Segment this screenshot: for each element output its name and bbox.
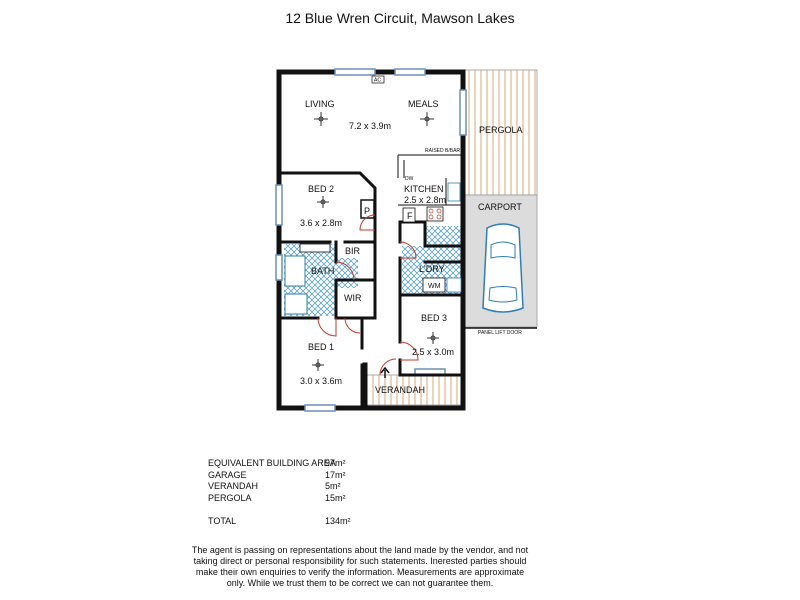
door-bed2 (359, 214, 376, 231)
room-label-bed2: BED 2 (308, 184, 334, 194)
ac-label: AC (374, 78, 381, 84)
pantry-label: P (364, 206, 370, 216)
pergola-area (464, 69, 538, 196)
door-front (379, 358, 397, 376)
light-icon (312, 359, 324, 371)
fridge-space (402, 207, 416, 223)
window-bottom-bed1 (304, 404, 336, 412)
window-right-meals (459, 89, 467, 136)
room-dim-bed2: 3.6 x 2.8m (300, 218, 342, 228)
bathtub (284, 255, 306, 287)
car-icon (482, 223, 524, 313)
laundry-tub (446, 277, 462, 293)
verandah-area (364, 374, 466, 406)
room-label-bir: BIR (345, 246, 361, 256)
shower (284, 293, 308, 315)
vanity (299, 243, 331, 253)
door-bath (335, 261, 355, 281)
interior-walls (277, 171, 465, 410)
disclaimer: The agent is passing on representations … (191, 545, 529, 588)
ac-box (371, 75, 385, 84)
sink (447, 182, 461, 202)
light-icon (314, 112, 328, 126)
door-bed1 (317, 317, 337, 337)
room-dim-bed3: 2.5 x 3.0m (412, 347, 454, 357)
room-dim-bed1: 3.0 x 3.6m (300, 376, 342, 386)
fridge-label: F (407, 211, 413, 221)
kitchen-hall-tile (425, 226, 463, 246)
window-top-2 (394, 68, 426, 76)
light-icon (420, 112, 434, 126)
room-dim-living: 7.2 x 3.9m (349, 121, 391, 131)
dw-label: DW (405, 176, 414, 182)
cooktop (426, 206, 444, 222)
pantry (360, 199, 375, 219)
room-label-bed3: BED 3 (421, 313, 447, 323)
window-left-bath (275, 254, 283, 281)
entry-arrow-icon (380, 366, 390, 378)
room-label-living: LIVING (305, 99, 335, 109)
raised-bar-label: RAISED B/BAR (425, 148, 460, 154)
room-label-kitchen: KITCHEN (404, 184, 444, 194)
window-left-bed2 (275, 184, 283, 226)
window-top-1 (334, 68, 376, 76)
light-icon (427, 332, 439, 344)
pergola-label: PERGOLA (479, 125, 523, 135)
room-label-wir: WIR (344, 293, 362, 303)
carport-label: CARPORT (478, 202, 522, 212)
door-wir (344, 317, 361, 334)
page-title: 12 Blue Wren Circuit, Mawson Lakes (285, 10, 515, 26)
room-label-bath: BATH (311, 266, 334, 276)
wm-label: WM (428, 283, 441, 290)
room-dim-kitchen: 2.5 x 2.8m (404, 195, 446, 205)
kitchen-bench (397, 154, 463, 206)
verandah-label: VERANDAH (375, 385, 425, 395)
room-label-bed1: BED 1 (308, 342, 334, 352)
wm-box (422, 277, 446, 293)
panel-lift-door-label: PANEL LIFT DOOR (478, 330, 522, 336)
room-label-meals: MEALS (408, 99, 439, 109)
room-label-ldry: L'DRY (419, 264, 445, 274)
area-row: EQUIVALENT BUILDING AREA97m² (208, 458, 346, 468)
door-ldry (399, 241, 417, 259)
door-bed3 (399, 341, 419, 361)
light-icon (317, 196, 329, 208)
